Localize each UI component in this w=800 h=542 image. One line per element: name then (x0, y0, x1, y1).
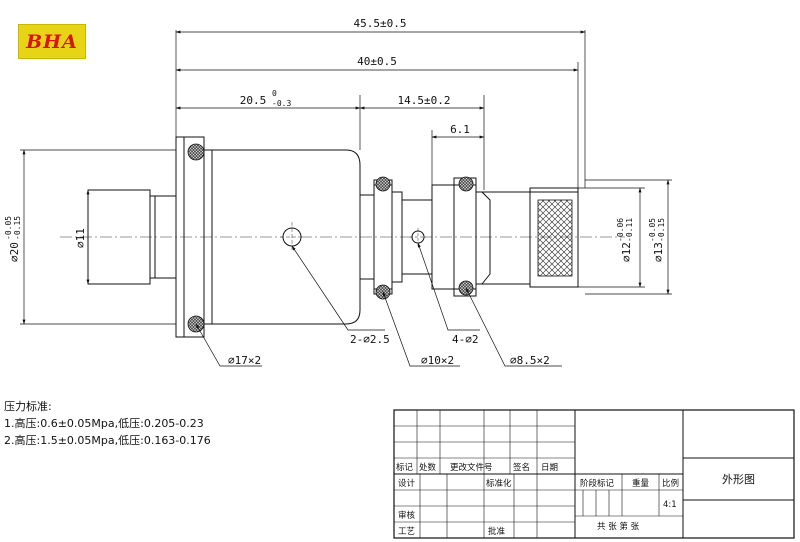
tb-sheets: 共 张 第 张 (597, 521, 640, 532)
dim-dia-12-tol-upper: -0.06 (616, 218, 625, 242)
o-ring-8-5-top (458, 176, 474, 192)
brand-logo-text: BHA (26, 30, 78, 53)
dim-dia-13: ∅13 (652, 242, 665, 262)
tb-process: 工艺 (398, 527, 415, 537)
notes-line-1: 1.高压:0.6±0.05Mpa,低压:0.205-0.23 (4, 417, 204, 430)
tb-marker: 标记 (396, 462, 414, 473)
dim-length-40: 40±0.5 (357, 55, 397, 68)
valve-body (87, 136, 579, 338)
notes-line-2: 2.高压:1.5±0.05Mpa,低压:0.163-0.176 (4, 434, 211, 447)
callout-holes-2-5: 2-∅2.5 (350, 333, 390, 346)
dim-length-20-5-tol-lower: -0.3 (272, 99, 291, 108)
dim-overall-length: 45.5±0.5 (354, 17, 407, 30)
tb-design: 设计 (398, 478, 416, 489)
tb-standardize: 标准化 (486, 478, 512, 489)
dim-dia-11: ∅11 (74, 228, 87, 248)
o-ring-17-top (187, 143, 205, 161)
tb-ratio: 比例 (662, 478, 679, 489)
pressure-notes: 压力标准: 1.高压:0.6±0.05Mpa,低压:0.205-0.23 2.高… (4, 398, 211, 449)
dim-dia-20-tol-lower: -0.15 (13, 216, 22, 240)
notes-title: 压力标准: (4, 400, 52, 413)
tb-date: 日期 (541, 463, 558, 473)
tb-approve: 批准 (488, 526, 506, 537)
title-block (393, 409, 795, 539)
dim-length-14-5: 14.5±0.2 (398, 94, 451, 107)
dim-length-20-5: 20.5 (240, 94, 267, 107)
filter-screen (537, 199, 573, 277)
tb-review: 审核 (398, 510, 416, 521)
callout-o-ring-17: ∅17×2 (228, 354, 261, 367)
tb-stage-mark: 阶段标记 (580, 478, 615, 489)
o-ring-10-top (375, 176, 391, 192)
tb-scale: 4:1 (663, 500, 677, 510)
tb-weight: 重量 (632, 478, 650, 489)
tb-drawing-name: 外形图 (722, 473, 755, 486)
callout-o-ring-10: ∅10×2 (421, 354, 454, 367)
dim-dia-12-tol-lower: -0.11 (625, 218, 634, 242)
brand-logo: BHA (18, 24, 86, 59)
dim-dia-13-tol-upper: -0.05 (648, 218, 657, 242)
dim-dia-13-tol-lower: -0.15 (657, 218, 666, 242)
dim-length-20-5-tol-upper: 0 (272, 89, 277, 98)
dim-dia-20: ∅20 (8, 242, 21, 262)
tb-count: 处数 (419, 462, 437, 473)
callout-holes-2: 4-∅2 (452, 333, 479, 346)
dim-length-6-1: 6.1 (450, 123, 470, 136)
dim-dia-20-tol-upper: -0.05 (4, 216, 13, 240)
callout-o-ring-8-5: ∅8.5×2 (510, 354, 550, 367)
tb-change-doc: 更改文件号 (450, 462, 493, 473)
dim-dia-12: ∅12 (620, 242, 633, 262)
tb-signature: 签名 (513, 462, 530, 473)
